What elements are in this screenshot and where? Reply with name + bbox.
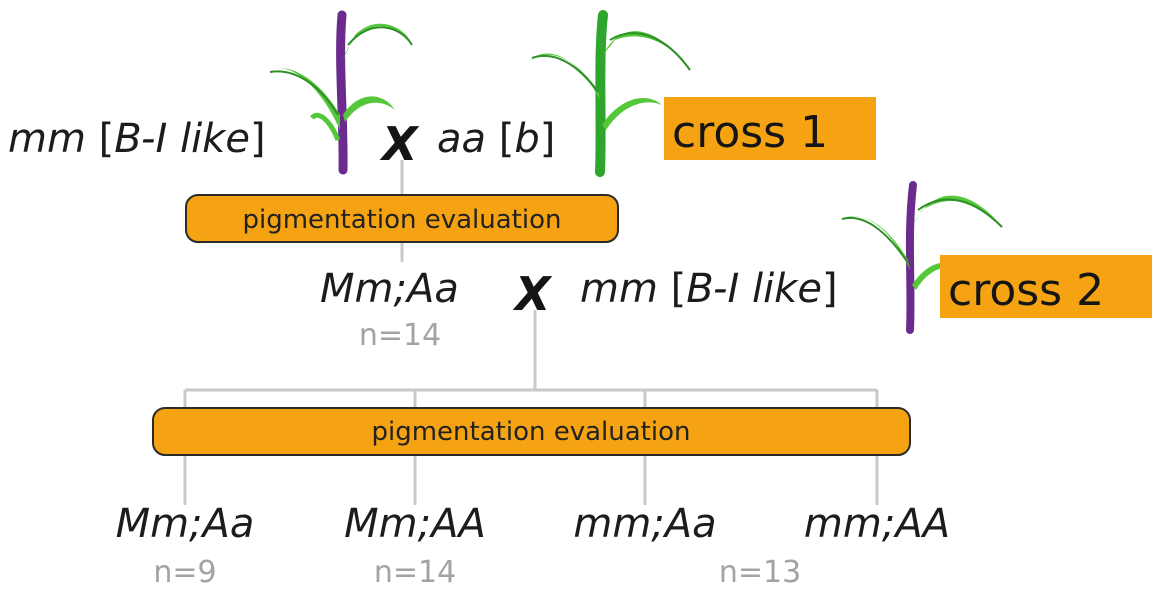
offspring-genotype: Mm;Aa <box>116 501 255 547</box>
offspring-shared-count: n=13 <box>719 555 801 590</box>
cross2-label: cross 2 <box>948 265 1104 316</box>
cross1-parent1: mm [B-I like] <box>8 116 266 162</box>
purple-stem-plant-icon <box>840 181 1005 334</box>
cross2-x-symbol: X <box>512 267 553 321</box>
cross2-parent1-count: n=14 <box>359 318 441 353</box>
evaluation2-label: pigmentation evaluation <box>372 417 691 447</box>
cross1-parent2: aa [b] <box>437 116 555 162</box>
cross2-parent1: Mm;Aa <box>320 266 459 312</box>
offspring-count: n=14 <box>374 555 456 590</box>
evaluation1-box <box>185 194 619 243</box>
evaluation2-box <box>152 407 911 456</box>
cross1-label: cross 1 <box>672 107 828 158</box>
offspring-genotype: mm;AA <box>804 501 950 547</box>
cross2-label-box <box>940 255 1152 318</box>
connector-lines <box>183 160 879 505</box>
cross2-parent2: mm [B-I like] <box>580 266 838 312</box>
evaluation1-label: pigmentation evaluation <box>243 205 562 235</box>
offspring-genotype: Mm;AA <box>344 501 486 547</box>
cross1-x-symbol: X <box>379 117 420 171</box>
cross1-label-box <box>664 97 876 160</box>
green-plant-icon <box>530 10 695 177</box>
offspring-genotype: mm;Aa <box>573 501 716 547</box>
offspring-count: n=9 <box>153 555 216 590</box>
purple-stem-plant-icon <box>269 10 413 175</box>
